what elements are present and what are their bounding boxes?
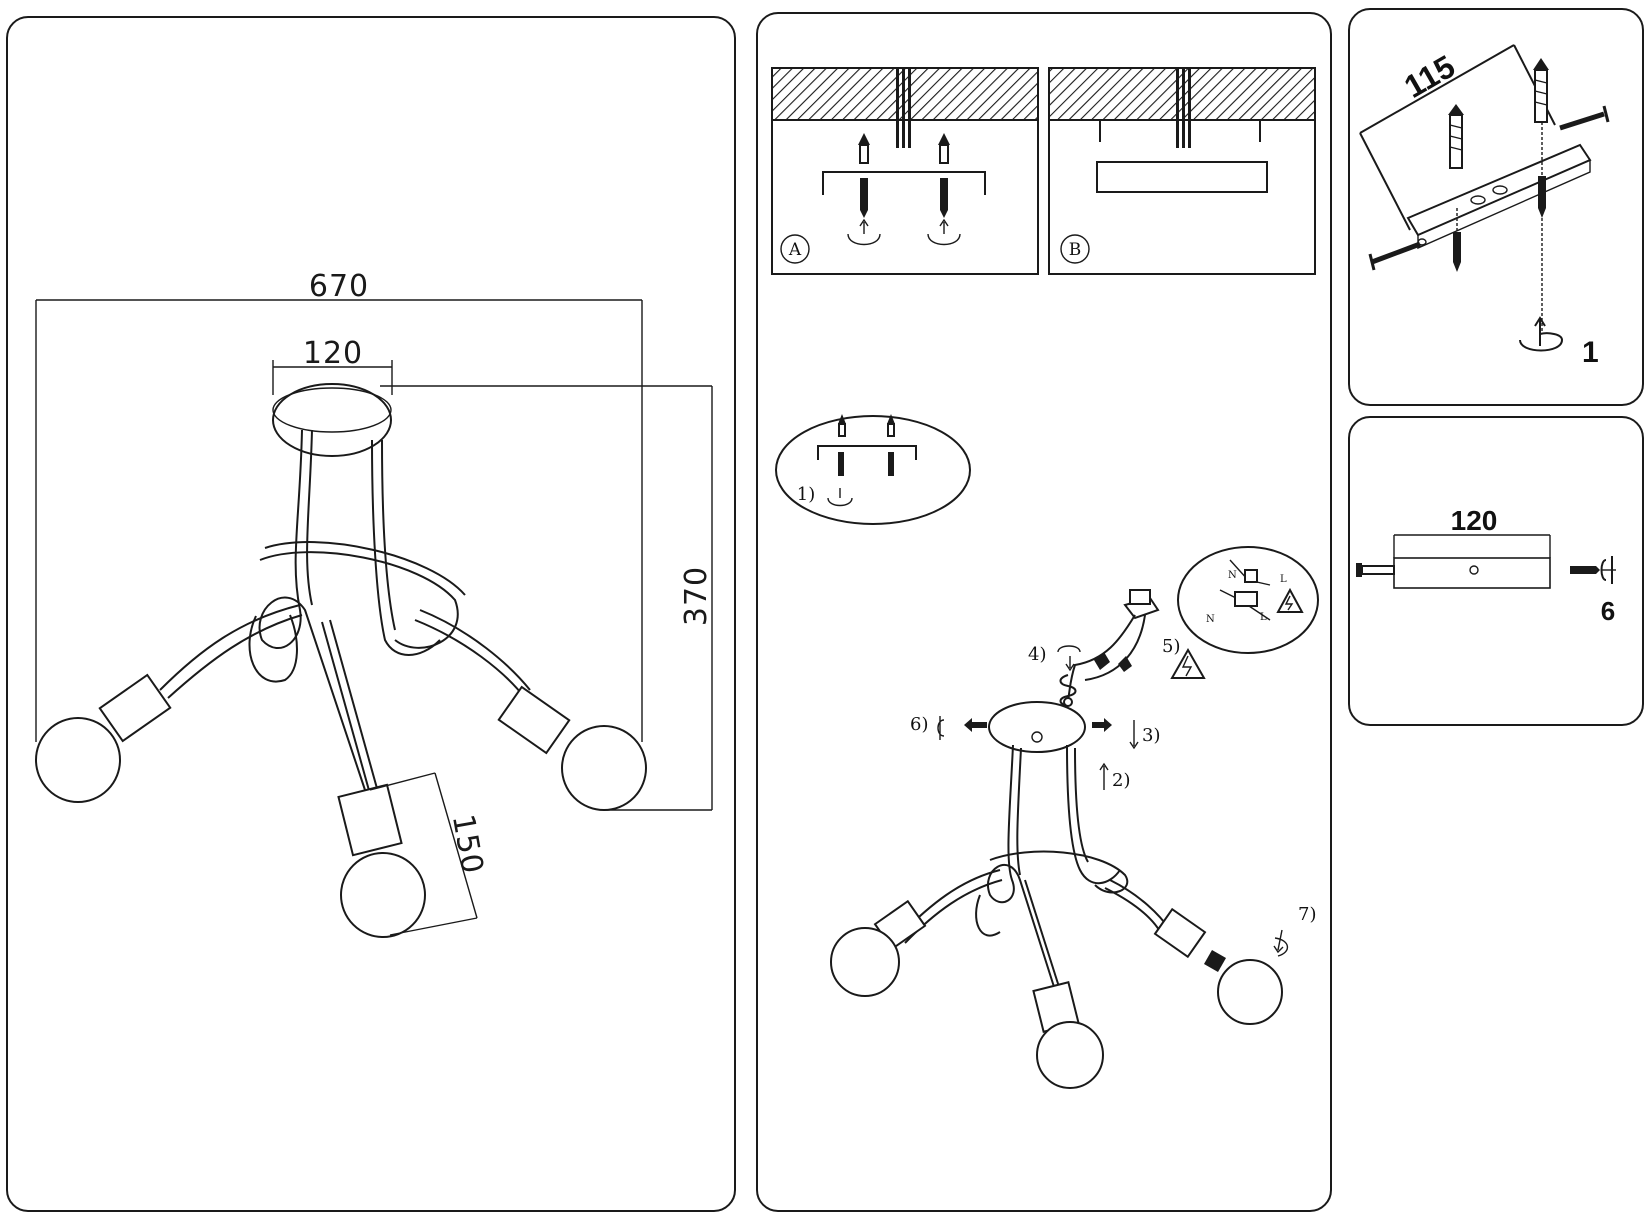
step-7-label: 7) (1298, 904, 1316, 925)
step-2-label: 2) (1112, 770, 1130, 791)
rotate-icon (1519, 316, 1564, 352)
width-dimension: 670 (309, 269, 369, 304)
wall-plug-left (1448, 104, 1464, 169)
terminal-l-top: L (1280, 574, 1287, 585)
height-dimension: 370 (679, 566, 714, 626)
wall-plug-a2 (938, 133, 950, 164)
step1-plug-left (838, 414, 846, 437)
canopy-screw-count: 6 (1601, 596, 1615, 626)
side-screw-left (1368, 241, 1421, 271)
side-screw-right (1559, 105, 1610, 131)
step-3-label: 3) (1142, 725, 1160, 746)
step-5-label: 5) (1162, 636, 1180, 657)
step-6-label: 6) (910, 714, 928, 735)
variant-b-label: B (1069, 240, 1082, 260)
terminal-l-bottom: L (1260, 612, 1267, 623)
screw-a1 (860, 178, 868, 218)
terminal-n-bottom: N (1206, 614, 1215, 625)
terminal-n-top: N (1228, 570, 1237, 581)
canopy-screw-left (1356, 563, 1395, 577)
step-4-label: 4) (1028, 644, 1046, 665)
canopy-width-label: 120 (1451, 505, 1498, 536)
electric-warning-icon (1170, 647, 1206, 679)
wall-plug-right (1533, 58, 1549, 123)
turn-count: 1 (1582, 336, 1599, 369)
canopy-dimension: 120 (303, 336, 363, 371)
bulb-being-installed (1204, 950, 1283, 1025)
step-1-label: 1) (797, 484, 815, 505)
electric-warning-icon-small (1276, 587, 1304, 613)
screwdriver-turn-icon (1600, 556, 1616, 584)
variant-a-label: A (788, 240, 802, 260)
canopy-screw-right (1570, 566, 1600, 574)
wall-plug-a1 (858, 133, 870, 164)
dimensions-panel (6, 16, 736, 1212)
step1-plug-right (887, 414, 895, 437)
screw-a2 (940, 178, 948, 218)
